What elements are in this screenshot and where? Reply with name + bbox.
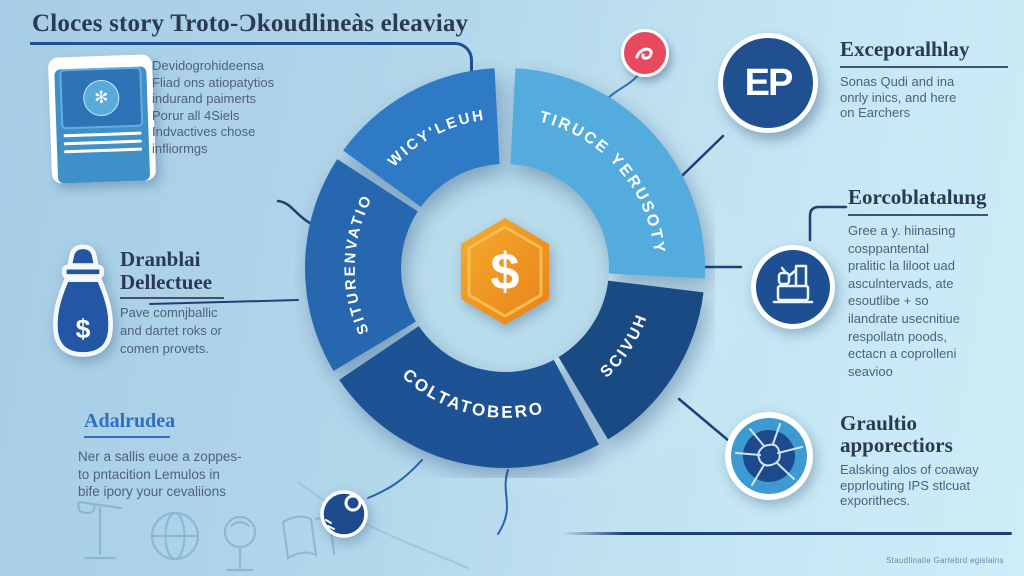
donut-segments: [305, 68, 705, 468]
pearl-string: [367, 459, 423, 499]
money-bag-icon: $: [52, 244, 114, 357]
donut-segment: [343, 68, 500, 207]
ep-monogram-icon: EP: [718, 33, 818, 133]
page-title: Cloces story Troto-Ɔkoudlineàs eleaviay: [32, 10, 469, 37]
globe-doodle: [150, 511, 200, 561]
right-block-1-underline: [840, 66, 1008, 68]
left-block-1-text: Devidogrohideensa Fliad ons atiopatytios…: [152, 58, 275, 156]
emblem-circle-icon: ✻: [82, 79, 120, 117]
donut-segment: [305, 159, 418, 372]
pearl-circle-icon: [320, 490, 368, 538]
scale-doodle: [77, 500, 123, 560]
right-block-2-text: Gree a y. hiinasing cosppantental pralit…: [848, 223, 961, 379]
ball-doodle: [223, 515, 257, 572]
industry-icon: [751, 245, 835, 329]
right-block-1-text: Sonas Qudi and ina onrly inics, and here…: [840, 74, 957, 120]
donut-chart: WICY'LEUH TIRUCE YERUSOTY SCIVUH COLTATO…: [305, 68, 705, 468]
title-underline: [30, 42, 473, 93]
right-block-3-heading: Graultio apporectiors: [840, 411, 953, 457]
left-block-3-text: Ner a sallis euoe a zoppes- to pntacitio…: [78, 449, 242, 499]
dollar-shield-badge: $: [461, 218, 549, 325]
faint-curve: [296, 480, 470, 570]
connector-left-middle: [149, 299, 299, 305]
right-block-3-text: Ealsking alos of coaway epprlouting IPS …: [840, 462, 979, 508]
right-block-2-underline: [848, 214, 988, 216]
bottom-squiggle: [497, 469, 509, 535]
network-icon: [725, 412, 813, 500]
footer-divider: [562, 532, 1012, 535]
connector-right-middle-b: [808, 205, 848, 242]
ep-letters: EP: [744, 61, 794, 104]
donut-segment: [339, 326, 599, 468]
right-block-1-heading: Exceporalhlay: [840, 37, 970, 61]
donut-segment: [558, 280, 704, 440]
footer-caption: Staudlinalie Gartebrd egislains: [886, 556, 1004, 565]
left-block-2-text: Pave comnjballic and dartet roks or come…: [120, 305, 222, 356]
document-card-icon: ✻: [47, 54, 157, 184]
document-card-screen: ✻: [59, 66, 144, 130]
red-pin-icon: [621, 29, 669, 77]
left-block-3-heading: Adalrudea: [84, 410, 176, 432]
connector-right-bottom: [677, 397, 737, 448]
document-card-face: ✻: [54, 66, 151, 184]
left-block-3-underline: [84, 436, 170, 438]
donut-segment: [510, 68, 705, 279]
right-block-2-heading: Eorcoblatalung: [848, 185, 987, 209]
badge-dollar-symbol: $: [491, 243, 520, 301]
money-bag-dollar: $: [76, 314, 91, 344]
card-text-line: [63, 131, 142, 138]
card-text-line: [64, 147, 143, 154]
card-text-line: [63, 139, 142, 146]
left-block-2-heading: Dranblai Dellectuee: [120, 247, 213, 294]
left-block-2-underline: [120, 297, 224, 299]
pin-squiggle: [635, 47, 653, 60]
